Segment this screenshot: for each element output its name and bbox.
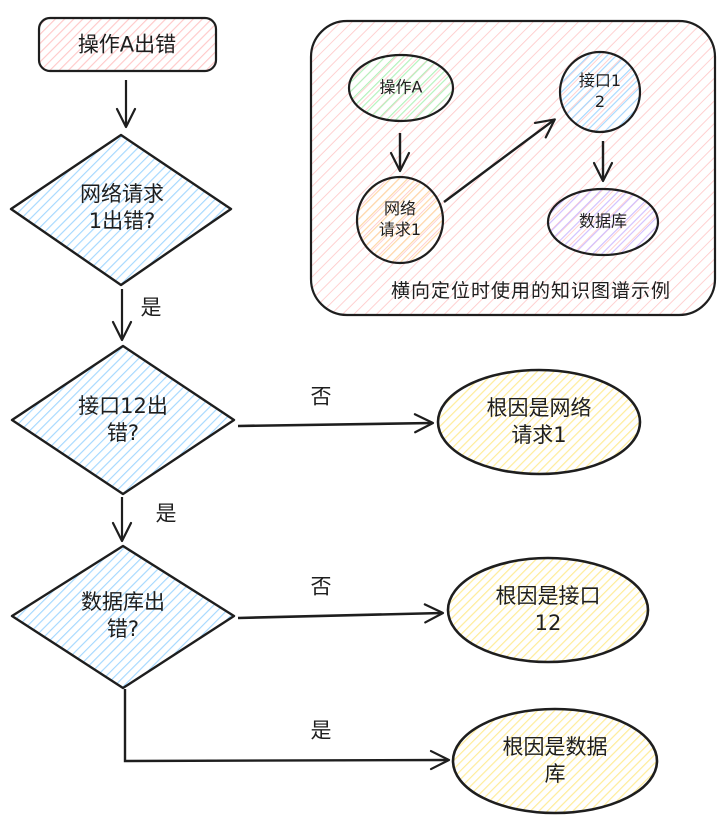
decision-interface-shape bbox=[10, 344, 236, 496]
kg-operation-node-label: 操作A bbox=[380, 78, 423, 99]
edge-database-yes-arrow bbox=[123, 689, 451, 771]
edge-label-no1: 否 bbox=[310, 384, 332, 409]
kg-network-line2: 请求1 bbox=[378, 220, 422, 239]
decision-database-line2: 错? bbox=[106, 617, 140, 641]
result-interface-line1: 根因是接口 bbox=[495, 584, 601, 609]
start-node-shape bbox=[37, 16, 218, 73]
decision-interface-line2: 错? bbox=[106, 421, 140, 445]
decision-interface-label: 接口12出 错? bbox=[78, 393, 168, 447]
kg-network-to-interface-arrow bbox=[443, 118, 556, 203]
result-network-shape bbox=[436, 368, 642, 476]
kg-interface-node-label: 接口1 2 bbox=[579, 71, 621, 113]
kg-interface-line2: 2 bbox=[594, 92, 606, 111]
decision-network-line1: 网络请求 bbox=[80, 182, 164, 207]
result-network-line2: 请求1 bbox=[511, 423, 567, 447]
result-database-line2: 库 bbox=[544, 762, 566, 786]
decision-database-shape bbox=[10, 544, 236, 690]
start-node-label: 操作A出错 bbox=[78, 32, 176, 59]
decision-database-line1: 数据库出 bbox=[81, 590, 165, 615]
kg-operation-text: 操作A bbox=[379, 77, 423, 97]
result-database-line1: 根因是数据 bbox=[502, 735, 608, 760]
decision-network-line2: 1出错? bbox=[88, 209, 156, 233]
edge-label-yes3: 是 bbox=[310, 718, 332, 743]
kg-database-text: 数据库 bbox=[578, 211, 628, 231]
result-network-label: 根因是网络 请求1 bbox=[487, 395, 592, 449]
decision-network-label: 网络请求 1出错? bbox=[80, 181, 164, 235]
edge-label-yes2: 是 bbox=[155, 501, 177, 526]
start-node-text: 操作A出错 bbox=[77, 32, 177, 57]
kg-interface-line1: 接口1 bbox=[578, 71, 622, 91]
result-network-line1: 根因是网络 bbox=[486, 396, 592, 421]
kg-database-node-shape bbox=[546, 187, 660, 257]
edge-database-no-arrow bbox=[237, 603, 445, 624]
result-interface-label: 根因是接口 12 bbox=[496, 583, 601, 637]
kg-operation-node-shape bbox=[347, 53, 455, 123]
kg-network-node-label: 网络 请求1 bbox=[379, 199, 421, 241]
kg-caption: 横向定位时使用的知识图谱示例 bbox=[390, 279, 672, 302]
edge-label-yes1: 是 bbox=[140, 295, 162, 320]
kg-database-node-label: 数据库 bbox=[579, 212, 627, 233]
decision-database-label: 数据库出 错? bbox=[81, 589, 165, 643]
result-interface-shape bbox=[446, 556, 650, 664]
kg-interface-node-shape bbox=[558, 50, 642, 134]
edge-interface-no-arrow bbox=[237, 413, 435, 434]
decision-interface-line1: 接口12出 bbox=[78, 394, 168, 419]
result-database-label: 根因是数据 库 bbox=[503, 734, 608, 788]
decision-network-shape bbox=[9, 133, 233, 287]
kg-network-line1: 网络 bbox=[383, 199, 416, 219]
result-interface-line2: 12 bbox=[534, 611, 562, 635]
result-database-shape bbox=[451, 707, 659, 815]
kg-network-node-shape bbox=[355, 175, 445, 265]
edge-label-no2: 否 bbox=[310, 574, 332, 599]
